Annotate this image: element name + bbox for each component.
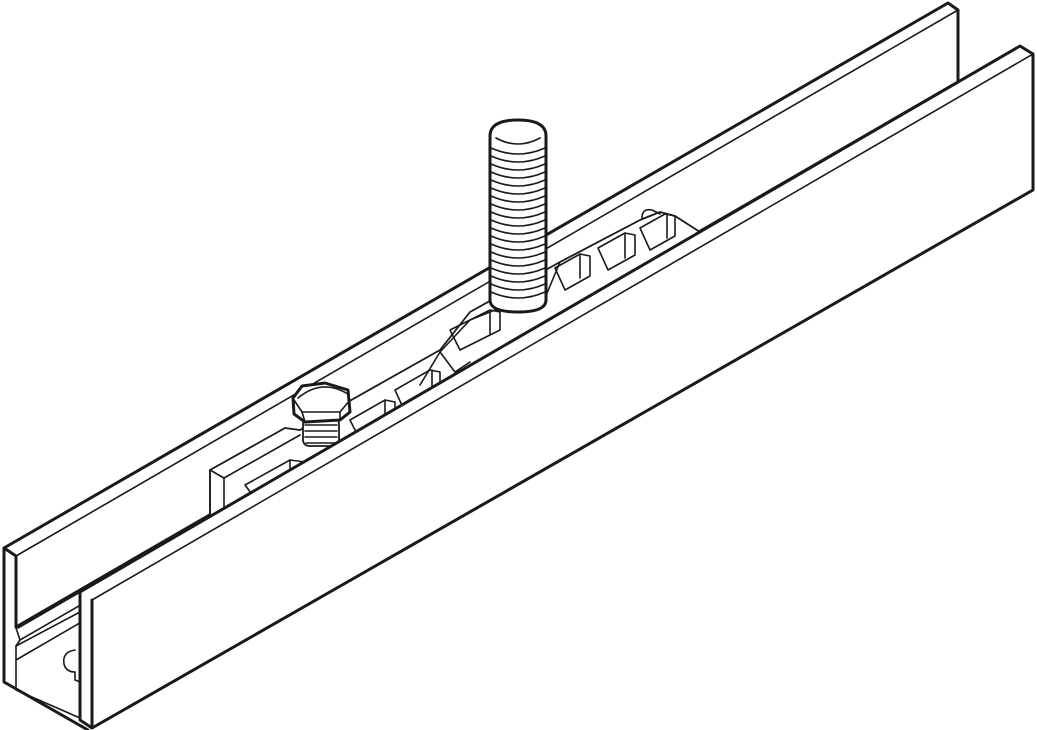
threaded-stud — [488, 118, 548, 314]
channel-front-wall — [78, 44, 1035, 730]
stud-threads — [490, 147, 546, 299]
hex-bolt — [291, 381, 352, 447]
channel-end-profile — [2, 546, 90, 730]
